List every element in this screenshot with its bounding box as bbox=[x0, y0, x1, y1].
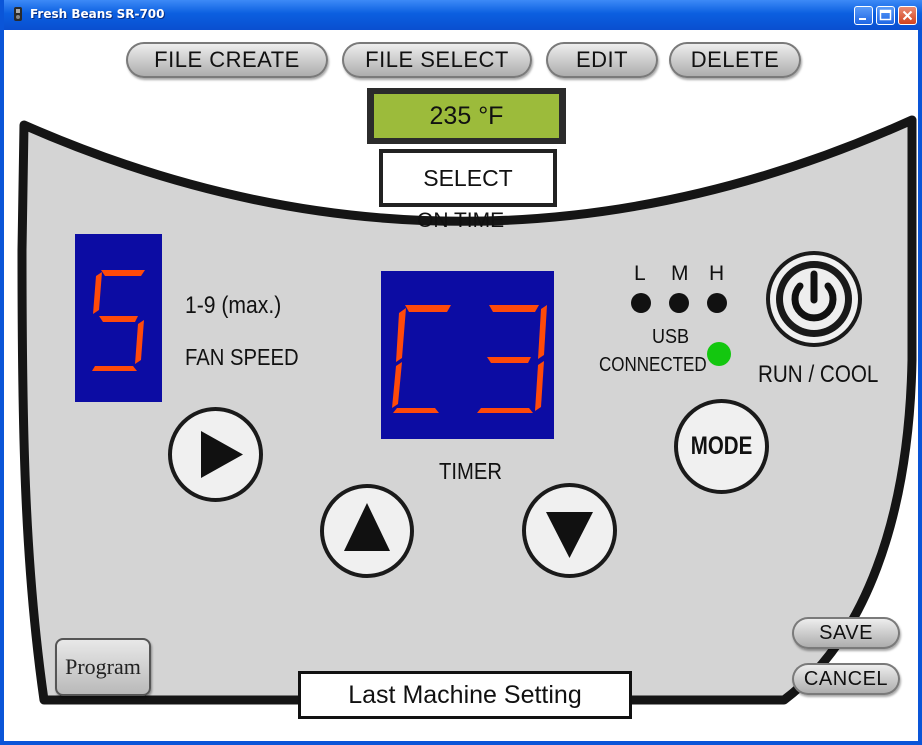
usb-label: USB bbox=[652, 326, 690, 348]
down-button[interactable] bbox=[521, 482, 618, 579]
fan-range-label: 1-9 (max.) bbox=[185, 292, 282, 319]
heat-level-low-label: L bbox=[634, 262, 646, 285]
maximize-icon bbox=[879, 9, 892, 21]
file-create-button[interactable]: FILE CREATE bbox=[126, 42, 328, 78]
power-button[interactable] bbox=[765, 250, 863, 348]
heat-level-high-label: H bbox=[709, 262, 725, 285]
title-bar[interactable]: Fresh Beans SR-700 bbox=[4, 0, 922, 30]
heat-medium-indicator bbox=[669, 293, 689, 313]
save-button[interactable]: SAVE bbox=[792, 617, 900, 649]
heat-level-medium-label: M bbox=[671, 262, 689, 285]
temperature-value: 235 bbox=[429, 101, 472, 130]
timer-display bbox=[381, 271, 554, 439]
fan-speed-label: FAN SPEED bbox=[185, 344, 299, 370]
usb-connected-label: CONNECTED bbox=[599, 354, 707, 376]
delete-button[interactable]: DELETE bbox=[669, 42, 801, 78]
cancel-button[interactable]: CANCEL bbox=[792, 663, 900, 695]
window-title: Fresh Beans SR-700 bbox=[30, 7, 165, 21]
heat-low-indicator bbox=[631, 293, 651, 313]
mode-label: MODE bbox=[690, 432, 753, 460]
minimize-icon bbox=[859, 18, 866, 20]
minimize-button[interactable] bbox=[854, 6, 873, 25]
usb-status-indicator bbox=[707, 342, 731, 366]
edit-button[interactable]: EDIT bbox=[546, 42, 658, 78]
heat-high-indicator bbox=[707, 293, 727, 313]
up-button[interactable] bbox=[319, 483, 415, 579]
maximize-button[interactable] bbox=[876, 6, 895, 25]
fan-speed-display bbox=[75, 234, 162, 402]
arrow-up-icon bbox=[344, 503, 390, 551]
close-icon bbox=[902, 10, 913, 21]
mode-button[interactable]: MODE bbox=[674, 399, 769, 494]
fan-speed-digit bbox=[92, 270, 145, 371]
run-cool-label: RUN / COOL bbox=[758, 361, 879, 388]
temperature-display: 235 °F bbox=[367, 88, 566, 144]
program-button[interactable]: Program bbox=[55, 638, 151, 696]
play-icon bbox=[201, 431, 243, 478]
temperature-unit: °F bbox=[478, 101, 504, 130]
close-button[interactable] bbox=[898, 6, 917, 25]
file-select-button[interactable]: FILE SELECT bbox=[342, 42, 532, 78]
power-icon bbox=[791, 270, 837, 322]
status-display: Last Machine Setting bbox=[298, 671, 632, 719]
timer-label: TIMER bbox=[439, 458, 502, 484]
timer-digits bbox=[392, 305, 547, 413]
on-time-label: ON TIME bbox=[417, 209, 505, 232]
temperature-screen: 235 °F bbox=[374, 94, 559, 138]
play-button[interactable] bbox=[167, 406, 264, 503]
app-icon bbox=[14, 7, 22, 21]
select-button[interactable]: SELECT bbox=[379, 149, 557, 207]
arrow-down-icon bbox=[546, 512, 593, 558]
